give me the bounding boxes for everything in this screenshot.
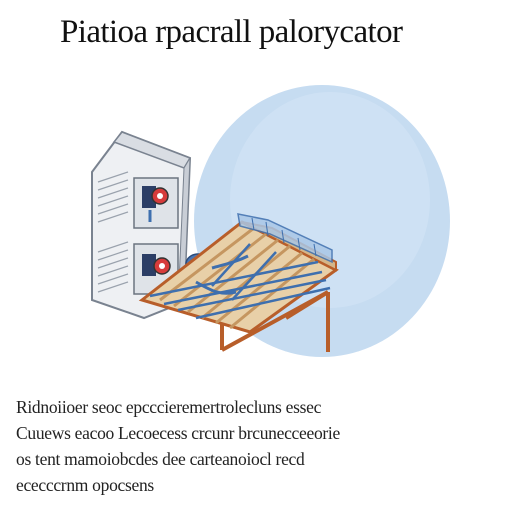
solar-collector-illustration	[91, 85, 450, 357]
caption-line: os tent mamoiobcdes dee carteanoiocl rec…	[16, 449, 305, 469]
page-title: Piatioa rpacrall palorycator	[60, 14, 403, 50]
caption-line: ececccrnm opocsens	[16, 475, 154, 495]
caption: Ridnoiioer seoc epcccieremertrolecluns e…	[16, 394, 496, 498]
caption-line: Ridnoiioer seoc epcccieremertrolecluns e…	[16, 397, 322, 417]
collector-panel	[138, 213, 339, 334]
caption-line: Cuuews eacoo Lecoecess crcunr brcuneccee…	[16, 423, 340, 443]
support-frame	[220, 290, 330, 352]
